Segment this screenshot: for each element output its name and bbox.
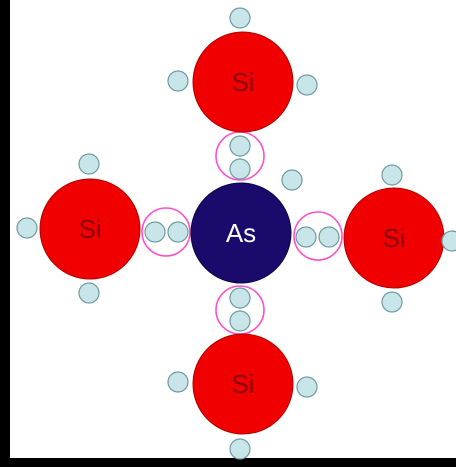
as-atom: As — [190, 182, 292, 284]
electron-right-top — [381, 164, 403, 186]
electron-top-right — [296, 74, 318, 96]
electron-bond-left-1 — [144, 221, 166, 243]
electron-left-bottom — [78, 282, 100, 304]
electron-bottom-outer — [229, 438, 251, 460]
si-atom-top: Si — [192, 31, 294, 133]
bond-ring-left — [141, 207, 191, 257]
electron-right-bottom — [381, 291, 403, 313]
electron-left-top — [78, 153, 100, 175]
electron-right-outer — [441, 230, 456, 252]
electron-bond-top-1 — [229, 135, 251, 157]
electron-top-outer — [229, 7, 251, 29]
electron-bond-bottom-1 — [229, 287, 251, 309]
electron-bond-right-1 — [295, 226, 317, 248]
electron-bond-top-2 — [229, 158, 251, 180]
bond-ring-right — [293, 211, 343, 261]
electron-bond-left-2 — [167, 221, 189, 243]
electron-top-left — [167, 70, 189, 92]
si-atom-top-label: Si — [231, 67, 254, 97]
si-atom-right: Si — [343, 187, 445, 289]
si-atom-bottom-label: Si — [231, 369, 254, 399]
si-atom-right-label: Si — [382, 223, 405, 253]
as-atom-label: As — [226, 218, 256, 248]
electron-extra-donor — [281, 169, 303, 191]
electron-bottom-right — [296, 376, 318, 398]
si-atom-bottom: Si — [192, 333, 294, 435]
electrons — [16, 7, 456, 460]
electron-bottom-left — [167, 371, 189, 393]
si-atom-left-label: Si — [78, 214, 101, 244]
electron-bond-bottom-2 — [229, 310, 251, 332]
si-atom-left: Si — [39, 178, 141, 280]
electron-bond-right-2 — [318, 226, 340, 248]
electron-left-outer — [16, 217, 38, 239]
